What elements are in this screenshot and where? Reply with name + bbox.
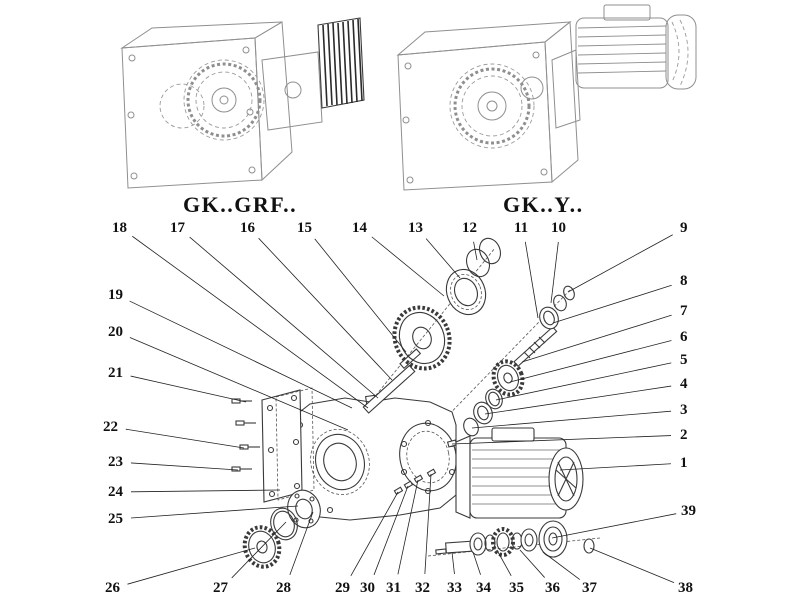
bearing-cap-ring-gear: [242, 489, 321, 569]
leader-line-24: [130, 489, 281, 493]
leader-line-14: [371, 236, 445, 297]
callout-number-34: 34: [476, 580, 491, 596]
callout-number-15: 15: [297, 220, 312, 236]
leader-line-17: [189, 236, 379, 399]
model-title-y: GK..Y..: [503, 192, 584, 217]
leader-line-29: [350, 491, 399, 576]
leader-line-33: [451, 551, 455, 575]
leader-line-20: [129, 337, 349, 431]
leader-line-35: [497, 551, 512, 576]
motor-fins: [577, 25, 667, 74]
housing: [291, 394, 457, 521]
callout-number-28: 28: [276, 580, 291, 596]
flange-plate-and-screws: [231, 387, 315, 503]
callout-number-33: 33: [447, 580, 462, 596]
callout-number-17: 17: [170, 220, 185, 236]
leader-line-26: [127, 547, 256, 585]
leader-line-4: [484, 385, 672, 415]
leader-line-16: [258, 237, 393, 381]
leader-line-21: [130, 375, 247, 403]
leader-line-25: [130, 505, 299, 519]
leader-line-11: [524, 241, 539, 319]
leader-line-28: [289, 511, 314, 576]
flange-screws: [393, 439, 458, 495]
leader-line-6: [509, 340, 672, 383]
leader-line-37: [542, 551, 581, 580]
callout-number-26: 26: [105, 580, 120, 596]
callout-number-6: 6: [680, 329, 688, 345]
callout-number-7: 7: [680, 303, 688, 319]
output-shaft-assembly: [435, 520, 595, 558]
leader-line-12: [473, 241, 478, 261]
ribbed-cover-hatching: [322, 18, 363, 107]
callout-number-3: 3: [680, 402, 688, 418]
leader-line-32: [424, 473, 432, 575]
callout-number-27: 27: [213, 580, 228, 596]
callout-number-21: 21: [108, 365, 123, 381]
leader-line-39: [551, 513, 677, 539]
leader-line-13: [425, 238, 461, 279]
leader-line-27: [231, 521, 287, 579]
leader-line-15: [314, 238, 407, 353]
leader-line-31: [397, 479, 419, 575]
callout-number-31: 31: [386, 580, 401, 596]
callout-number-5: 5: [680, 352, 688, 368]
callout-number-29: 29: [335, 580, 350, 596]
leader-line-34: [472, 551, 481, 575]
screws: [231, 398, 260, 472]
callout-number-24: 24: [108, 484, 123, 500]
leader-line-23: [130, 462, 239, 471]
leader-line-18: [132, 235, 369, 409]
callout-number-4: 4: [680, 376, 688, 392]
leader-line-36: [519, 549, 545, 578]
leader-line-3: [471, 410, 672, 429]
callout-number-10: 10: [551, 220, 566, 236]
leader-line-19: [129, 300, 353, 409]
callout-number-37: 37: [582, 580, 597, 596]
leader-line-9: [567, 234, 673, 293]
callout-number-18: 18: [112, 220, 127, 236]
callout-number-13: 13: [408, 220, 423, 236]
leader-line-30: [373, 485, 409, 576]
callout-number-2: 2: [680, 427, 688, 443]
callout-number-9: 9: [680, 220, 688, 236]
callout-number-30: 30: [360, 580, 375, 596]
callout-number-20: 20: [108, 324, 123, 340]
callout-number-38: 38: [678, 580, 693, 596]
leader-line-8: [552, 284, 672, 324]
callout-number-16: 16: [240, 220, 255, 236]
leader-line-5: [495, 362, 672, 401]
leader-line-7: [521, 314, 672, 363]
model-title-grf: GK..GRF..: [183, 192, 298, 217]
gearbox-y-drawing: [396, 4, 697, 191]
callout-number-39: 39: [681, 503, 696, 519]
callout-number-11: 11: [514, 220, 529, 236]
callout-number-14: 14: [352, 220, 367, 236]
callout-number-19: 19: [108, 287, 123, 303]
gearbox-grf-drawing: [120, 17, 365, 189]
callout-number-1: 1: [680, 455, 688, 471]
callout-number-8: 8: [680, 273, 688, 289]
leader-line-2: [451, 435, 672, 445]
callout-number-36: 36: [545, 580, 560, 596]
leader-lines-layer: [125, 234, 677, 585]
leader-line-1: [559, 463, 672, 471]
motor: [455, 427, 584, 519]
input-shaft-assembly: [362, 237, 502, 414]
callout-number-35: 35: [509, 580, 524, 596]
callout-number-23: 23: [108, 454, 123, 470]
exploded-view-drawing: [231, 237, 601, 569]
callout-number-12: 12: [462, 220, 477, 236]
leader-line-10: [550, 241, 559, 304]
leader-line-22: [125, 428, 245, 449]
callout-number-22: 22: [103, 419, 118, 435]
leader-line-38: [589, 547, 675, 584]
pinion-shaft-assembly: [463, 285, 575, 437]
callout-number-25: 25: [108, 511, 123, 527]
callout-number-32: 32: [415, 580, 430, 596]
